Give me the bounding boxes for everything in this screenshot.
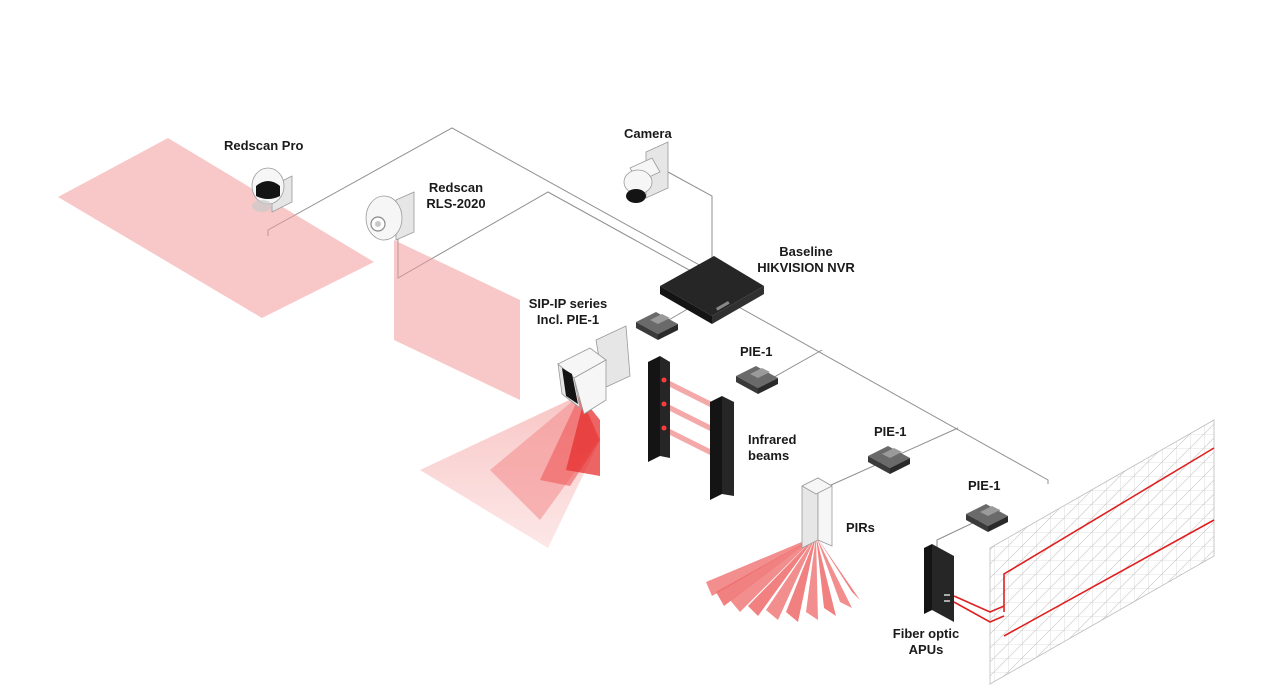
label-fiber-line2: APUs <box>908 642 944 657</box>
camera-device <box>623 141 669 203</box>
infrared-beams <box>664 378 716 458</box>
label-fiber-optic: Fiber optic APUs <box>884 626 968 658</box>
pie1-unit-b <box>868 446 910 474</box>
nvr-device <box>660 256 764 324</box>
infrared-post-right <box>710 396 734 500</box>
infrared-post-left <box>648 356 670 462</box>
label-redscan-pro: Redscan Pro <box>224 138 304 153</box>
wire-camera <box>667 171 713 262</box>
label-sip-ip-line2: Incl. PIE-1 <box>536 312 600 327</box>
label-redscan-rls: Redscan RLS-2020 <box>420 180 492 212</box>
redscan-rls-device <box>365 191 415 241</box>
label-nvr-line2: HIKVISION NVR <box>757 260 855 275</box>
label-camera: Camera <box>624 126 672 141</box>
label-sip-ip: SIP-IP series Incl. PIE-1 <box>520 296 616 328</box>
redscan-rls-detection-zone <box>394 240 520 400</box>
label-pie1-c: PIE-1 <box>968 478 1001 493</box>
label-pie1-b: PIE-1 <box>874 424 907 439</box>
label-infrared-beams: Infrared beams <box>748 432 796 464</box>
label-infrared-line2: beams <box>748 448 790 463</box>
pie1-unit-sip <box>636 312 678 340</box>
sip-ip-detection-fan <box>420 395 600 548</box>
pir-detection-fan <box>706 536 860 622</box>
label-pie1-a: PIE-1 <box>740 344 773 359</box>
label-redscan-rls-line2: RLS-2020 <box>426 196 486 211</box>
label-nvr: Baseline HIKVISION NVR <box>754 244 858 276</box>
sip-ip-device <box>557 325 631 415</box>
pie1-unit-c <box>966 504 1008 532</box>
label-infrared-line1: Infrared <box>748 432 797 447</box>
label-nvr-line1: Baseline <box>779 244 833 259</box>
redscan-pro-device <box>251 167 293 213</box>
label-sip-ip-line1: SIP-IP series <box>528 296 608 311</box>
fence-mesh <box>989 419 1215 685</box>
redscan-pro-detection-zone <box>58 138 374 318</box>
label-pirs: PIRs <box>846 520 875 535</box>
fiber-optic-apu <box>924 544 1005 623</box>
wire-backbone <box>711 291 1049 484</box>
pie1-unit-a <box>736 366 778 394</box>
pir-device <box>801 477 833 549</box>
label-fiber-line1: Fiber optic <box>892 626 960 641</box>
label-redscan-rls-line1: Redscan <box>428 180 484 195</box>
